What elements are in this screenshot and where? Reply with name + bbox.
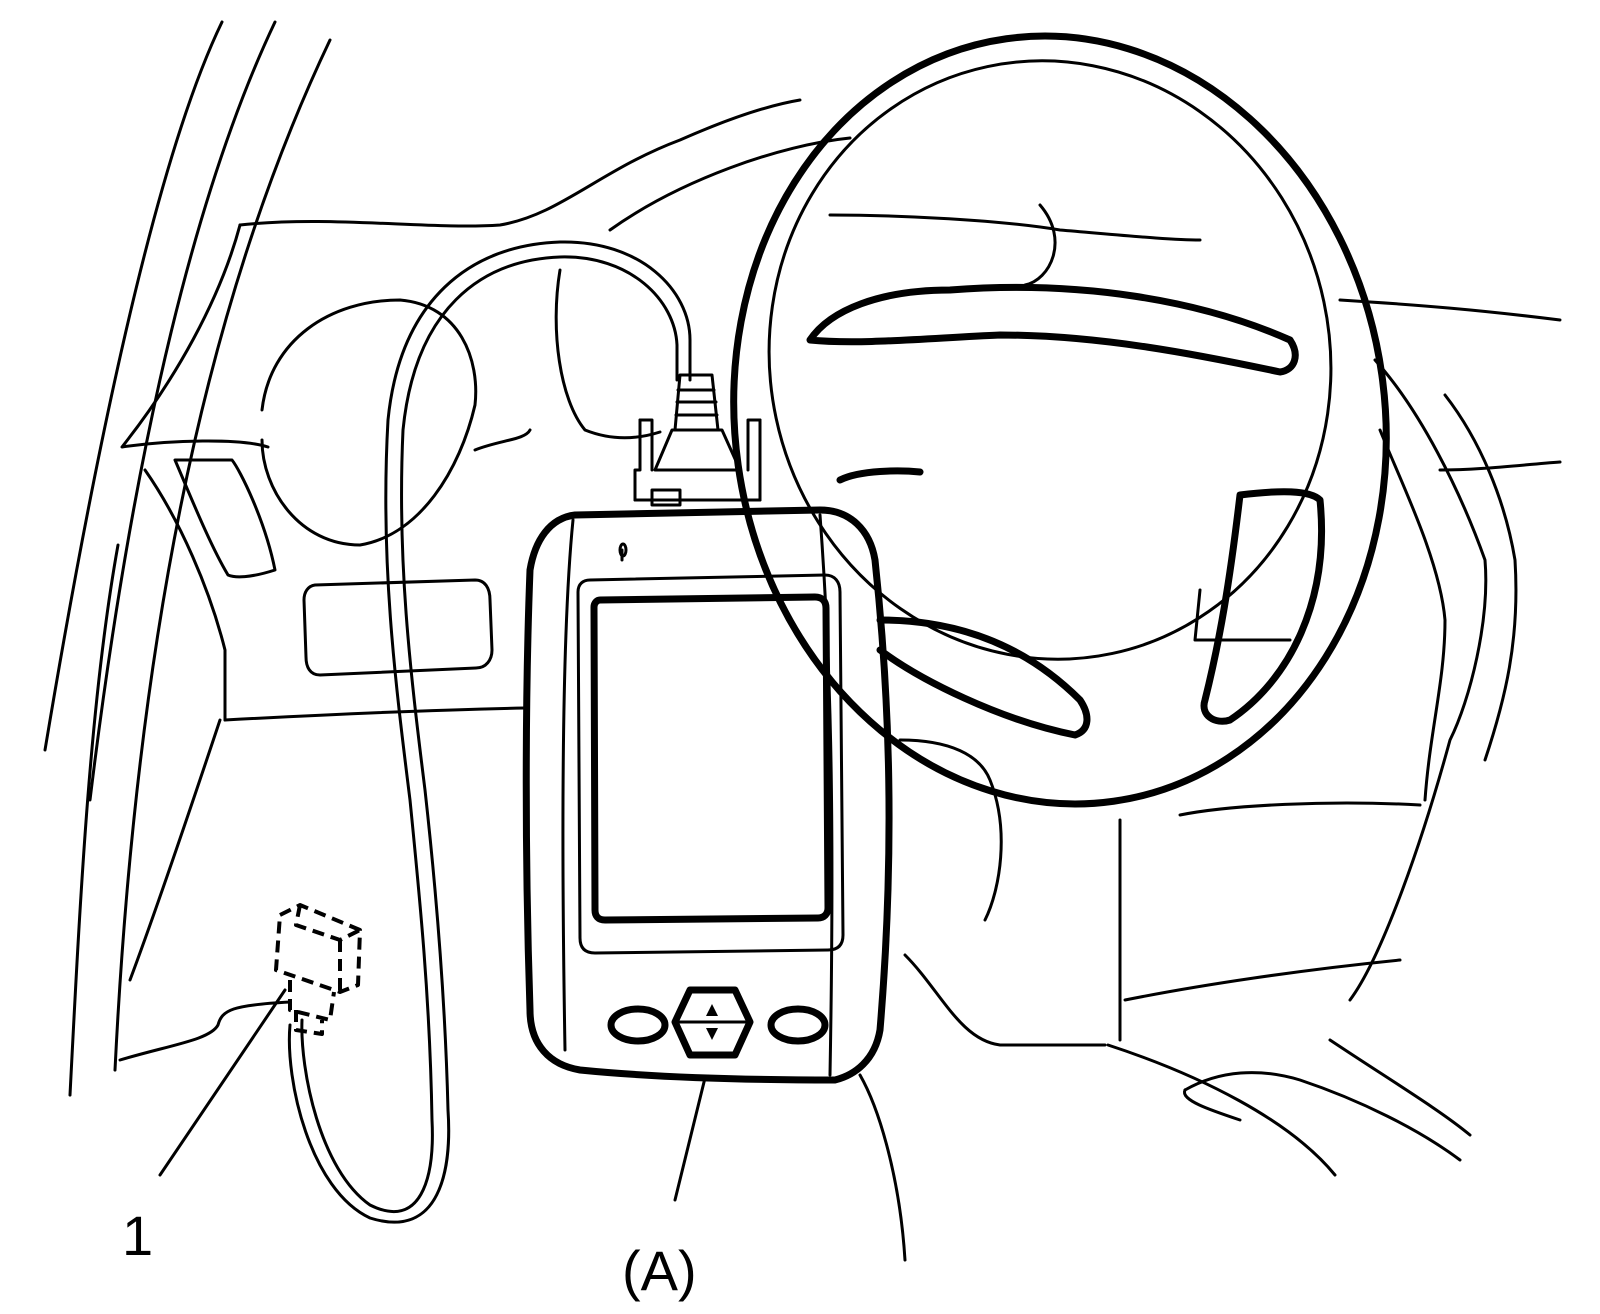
tool-screen-bezel: [576, 573, 845, 955]
right-softkey-button: [767, 1005, 829, 1045]
dashboard: [118, 98, 1562, 1262]
steering-wheel: [554, 32, 1390, 808]
diagnostic-cable: [287, 240, 762, 1224]
tool-screen: [590, 593, 832, 924]
a-pillar: [43, 20, 332, 1097]
diagnostic-tool: [522, 506, 893, 1084]
obd-connector: [274, 903, 362, 1036]
down-arrow-icon: [706, 1028, 718, 1040]
leader-line-1: [158, 988, 287, 1177]
leader-line-a: [673, 1076, 707, 1202]
callout-label-1: 1: [122, 1204, 153, 1267]
arrow-keypad: [671, 986, 754, 1059]
left-softkey-button: [607, 1005, 669, 1045]
callout-label-a: (A): [622, 1239, 697, 1302]
up-arrow-icon: [706, 1004, 718, 1016]
